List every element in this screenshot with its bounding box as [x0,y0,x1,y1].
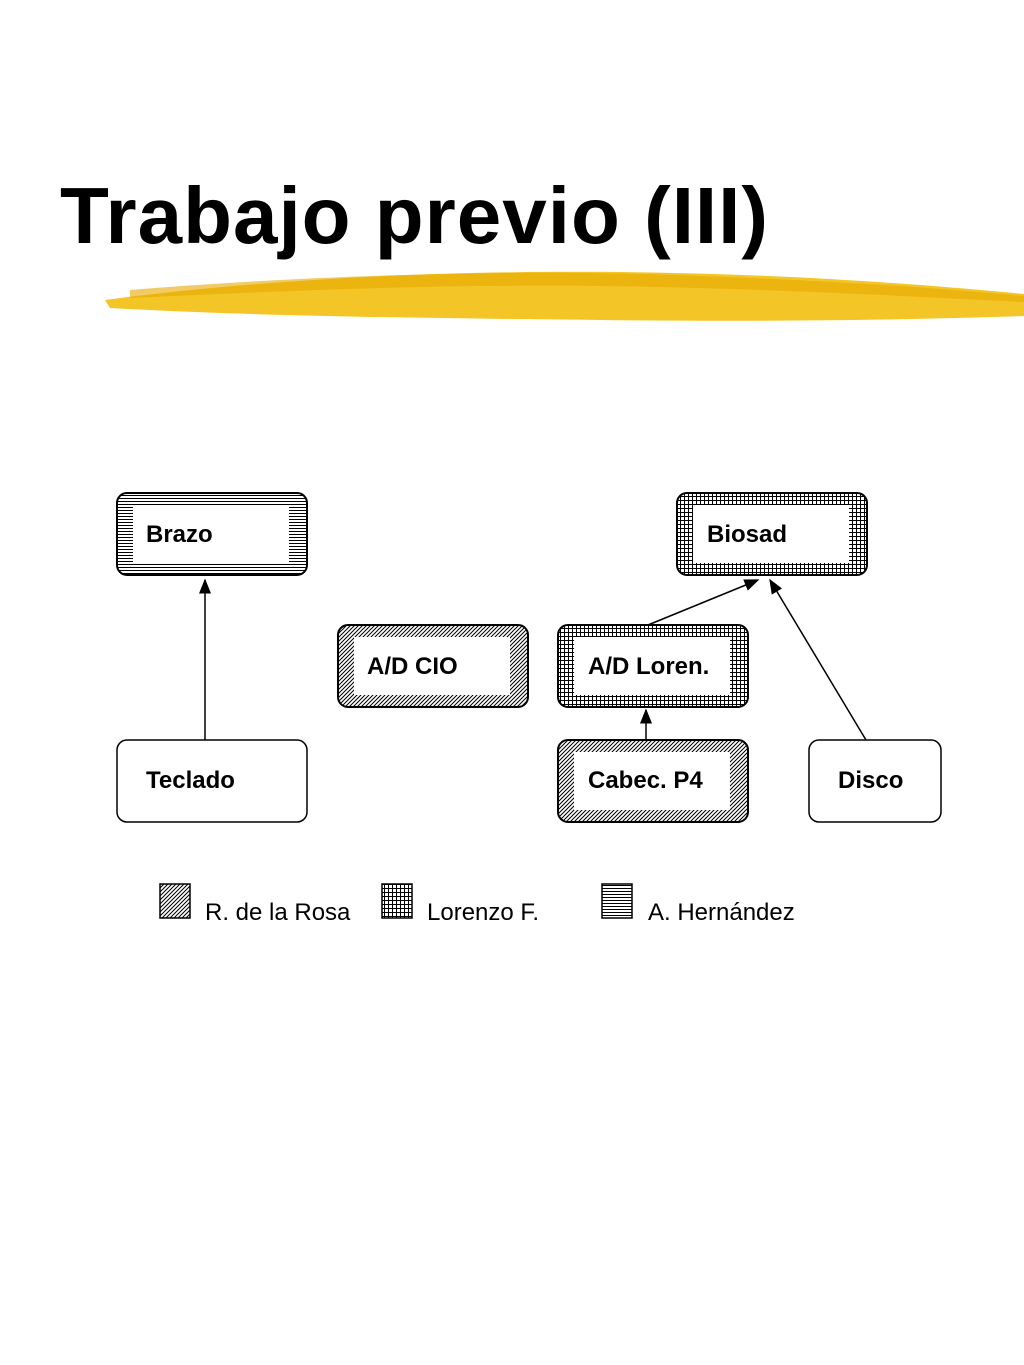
highlighter-stroke-edge [130,272,1024,302]
legend-swatch-horizontal [601,883,633,919]
edges [199,578,867,741]
legend-swatch-grid [381,883,413,919]
legend-item-lorenzo: Lorenzo F. [381,883,539,926]
legend-label-lorenzo: Lorenzo F. [427,899,539,926]
node-cabec-label: Cabec. P4 [588,767,703,794]
highlighter-stroke [105,271,1024,321]
node-disco: Disco [808,739,942,823]
legend-item-rosa: R. de la Rosa [159,883,351,926]
node-adloren: A/D Loren. [557,624,749,708]
node-adcio-label: A/D CIO [367,653,458,680]
legend-label-rosa: R. de la Rosa [205,899,351,926]
legend-item-hernandez: A. Hernández [601,883,795,926]
node-disco-label: Disco [838,767,903,794]
node-biosad: Biosad [676,492,868,576]
node-brazo: Brazo [116,492,308,576]
legend: R. de la Rosa Lorenzo F. A. Hernández [159,883,795,926]
edge-adloren-biosad [647,579,760,626]
node-adcio: A/D CIO [337,624,529,708]
legend-swatch-diagonal [159,883,191,919]
edge-disco-biosad [769,578,867,741]
dependency-diagram: Brazo Biosad A/D CIO A/D Loren. Teclado … [116,492,942,926]
node-teclado: Teclado [116,739,308,823]
node-teclado-label: Teclado [146,767,235,794]
slide-title: Trabajo previo (III) [60,171,770,260]
node-adloren-label: A/D Loren. [588,653,709,680]
node-brazo-label: Brazo [146,521,213,548]
node-cabec: Cabec. P4 [557,739,749,823]
node-biosad-label: Biosad [707,521,787,548]
legend-label-hernandez: A. Hernández [648,899,795,926]
